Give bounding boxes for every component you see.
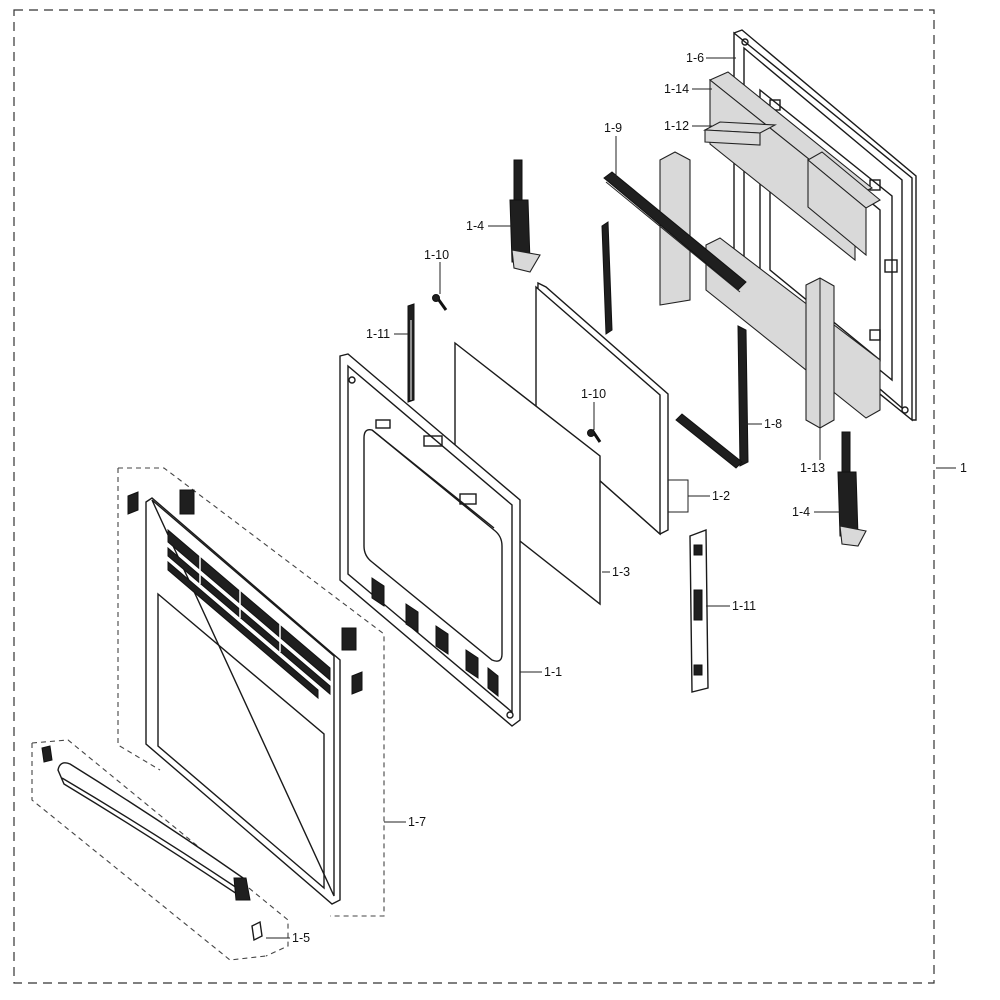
label-1-2: 1-2 — [712, 489, 730, 503]
label-1-5: 1-5 — [292, 931, 310, 945]
label-1-8: 1-8 — [764, 417, 782, 431]
part-1-11-bracket-left — [407, 303, 415, 403]
part-1-7-outer-door — [127, 489, 363, 905]
part-1-13-insulation — [805, 277, 835, 429]
label-1-4-bottom: 1-4 — [792, 505, 810, 519]
label-1-7: 1-7 — [408, 815, 426, 829]
label-1-11-right: 1-11 — [732, 599, 756, 613]
part-1-10-screw-top — [432, 294, 448, 311]
label-1-10-mid: 1-10 — [581, 387, 606, 401]
label-1-12: 1-12 — [664, 119, 689, 133]
part-1-11-bracket-right — [689, 528, 709, 693]
label-1-assembly: 1 — [960, 461, 967, 475]
part-1-5-handle — [41, 745, 263, 942]
label-1-13: 1-13 — [800, 461, 825, 475]
label-1-3: 1-3 — [612, 565, 630, 579]
leader-lines — [266, 57, 956, 939]
part-1-4-hinge-top — [509, 159, 541, 273]
part-1-3-glass-panel — [454, 341, 601, 606]
part-1-2-glass-panel — [535, 281, 669, 536]
part-labels: 1-6 1-14 1-12 1-9 1-4 1-10 1-11 1-10 1-8… — [292, 51, 967, 945]
label-1-10-top: 1-10 — [424, 248, 449, 262]
label-1-6: 1-6 — [686, 51, 704, 65]
part-1-5-handle-group — [31, 739, 289, 961]
part-1-10-screw-mid — [587, 429, 602, 443]
label-1-9: 1-9 — [604, 121, 622, 135]
label-1-4-top: 1-4 — [466, 219, 484, 233]
part-1-4-hinge-bottom — [837, 431, 867, 547]
label-1-1: 1-1 — [544, 665, 562, 679]
part-1-1-inner-frame — [339, 353, 521, 727]
part-1-7-outer-door-group — [117, 467, 385, 917]
part-1-8-side-trim — [601, 221, 749, 469]
label-1-11-left: 1-11 — [366, 327, 390, 341]
label-1-14: 1-14 — [664, 82, 689, 96]
part-1-9-top-trim — [603, 171, 747, 293]
part-1-12-insulation — [703, 121, 881, 257]
